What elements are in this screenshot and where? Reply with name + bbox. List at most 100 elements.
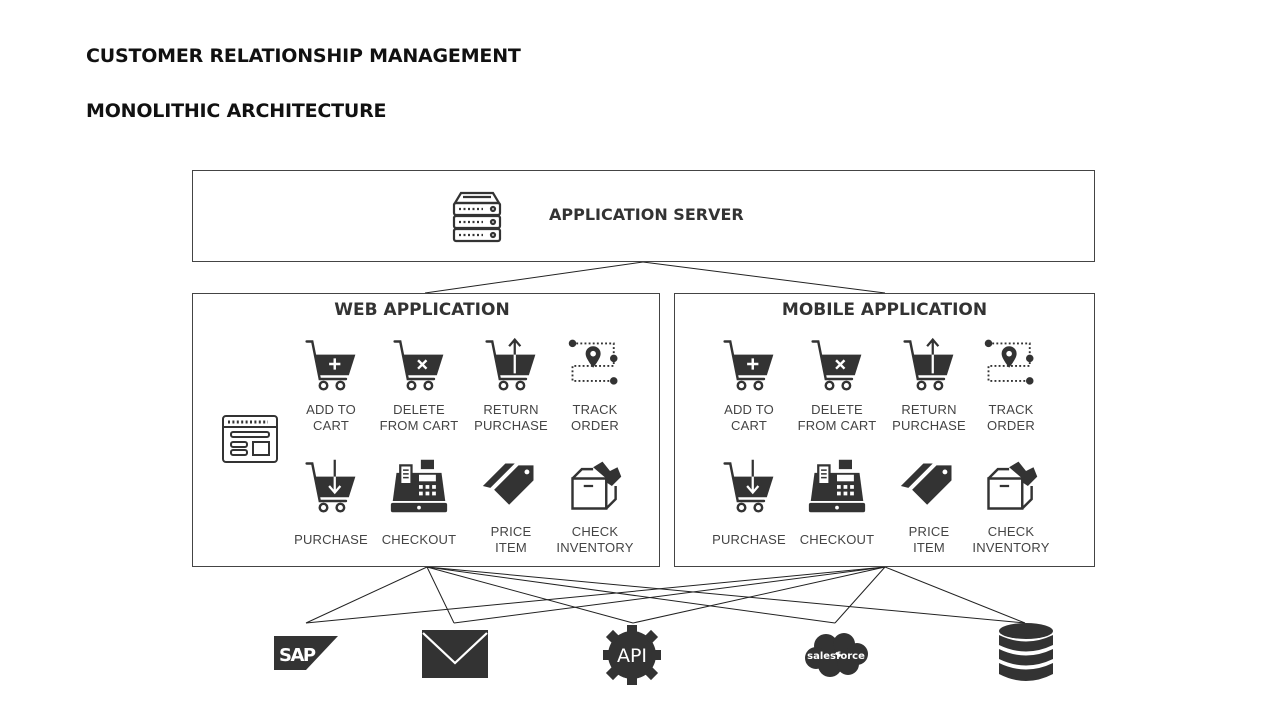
cart-delete-icon (393, 340, 444, 391)
sap-logo-icon[interactable]: SAP (274, 636, 338, 670)
connector-web-api (426, 566, 634, 624)
feature-label-line1: PURCHASE (712, 532, 786, 547)
cart-return-icon (903, 337, 954, 391)
connector-web-salesforce (426, 566, 836, 624)
cash-register-icon (808, 459, 866, 513)
connector-mobile-mail (453, 566, 886, 624)
connector-mobile-database (884, 566, 1026, 624)
feature-label-line1: DELETE (811, 402, 863, 417)
connector-web-database (426, 566, 1026, 624)
feature-label-line1: RETURN (483, 402, 539, 417)
web-feature-cash-register[interactable]: CHECKOUT (373, 456, 465, 548)
page-title: CUSTOMER RELATIONSHIP MANAGEMENT (86, 45, 521, 67)
api-text: API (617, 645, 647, 667)
feature-label-line2: ITEM (495, 540, 527, 555)
feature-label: CHECKOUT (791, 532, 883, 548)
feature-label-line2: ORDER (987, 418, 1035, 433)
track-order-icon (568, 339, 618, 385)
web-application-title: WEB APPLICATION (334, 300, 510, 320)
application-server-label: APPLICATION SERVER (549, 205, 744, 224)
salesforce-logo-icon[interactable]: salesforce (804, 632, 868, 678)
web-feature-cart-purchase[interactable]: PURCHASE (285, 456, 377, 548)
cart-delete-icon (811, 340, 862, 391)
track-order-icon (984, 339, 1034, 385)
mobile-feature-cash-register[interactable]: CHECKOUT (791, 456, 883, 548)
feature-label-line2: FROM CART (797, 418, 877, 433)
feature-label-line2: ITEM (913, 540, 945, 555)
mobile-application-title: MOBILE APPLICATION (781, 300, 988, 320)
feature-label-line1: CHECKOUT (799, 532, 875, 547)
page-subtitle: MONOLITHIC ARCHITECTURE (86, 100, 387, 122)
cart-add-icon (305, 340, 356, 391)
sap-logo-text: SAP (279, 645, 316, 666)
feature-label-line2: CART (313, 418, 349, 433)
salesforce-text: salesforce (807, 651, 865, 662)
feature-label-line1: DELETE (393, 402, 445, 417)
feature-label-line1: ADD TO (306, 402, 356, 417)
inventory-box-icon (987, 461, 1038, 510)
connector-mobile-salesforce (834, 566, 886, 624)
server-icon (452, 191, 502, 243)
feature-label: PURCHASE (703, 532, 795, 548)
cash-register-icon (390, 459, 448, 513)
cart-purchase-icon (305, 459, 356, 513)
feature-label-line2: INVENTORY (972, 540, 1050, 555)
feature-label-line2: CART (731, 418, 767, 433)
webpage-icon (222, 415, 278, 463)
feature-label: CHECKOUT (373, 532, 465, 548)
api-gear-icon[interactable]: API (603, 624, 661, 686)
feature-label-line2: FROM CART (379, 418, 459, 433)
mail-icon[interactable] (422, 630, 488, 678)
feature-label-line1: TRACK (988, 402, 1034, 417)
feature-label-line1: PRICE (908, 524, 950, 539)
mobile-feature-cart-purchase[interactable]: PURCHASE (703, 456, 795, 548)
feature-label-line2: INVENTORY (556, 540, 634, 555)
connector-server-web (424, 261, 644, 294)
cart-add-icon (723, 340, 774, 391)
price-tag-icon (900, 463, 952, 505)
connector-mobile-sap (305, 566, 886, 624)
connector-mobile-api (632, 566, 886, 624)
feature-label-line1: RETURN (901, 402, 957, 417)
connector-web-sap (305, 566, 428, 624)
feature-label-line2: PURCHASE (892, 418, 966, 433)
feature-label-line1: TRACK (572, 402, 618, 417)
feature-label-line1: PRICE (490, 524, 532, 539)
cart-purchase-icon (723, 459, 774, 513)
feature-label-line2: PURCHASE (474, 418, 548, 433)
database-icon[interactable] (998, 622, 1054, 684)
inventory-box-icon (571, 461, 622, 510)
connector-server-mobile (642, 261, 886, 294)
feature-label-line1: PURCHASE (294, 532, 368, 547)
feature-label: PURCHASE (285, 532, 377, 548)
price-tag-icon (482, 463, 534, 505)
cart-return-icon (485, 337, 536, 391)
application-server-box[interactable]: APPLICATION SERVER (192, 170, 1095, 262)
feature-label-line1: CHECK (987, 524, 1035, 539)
